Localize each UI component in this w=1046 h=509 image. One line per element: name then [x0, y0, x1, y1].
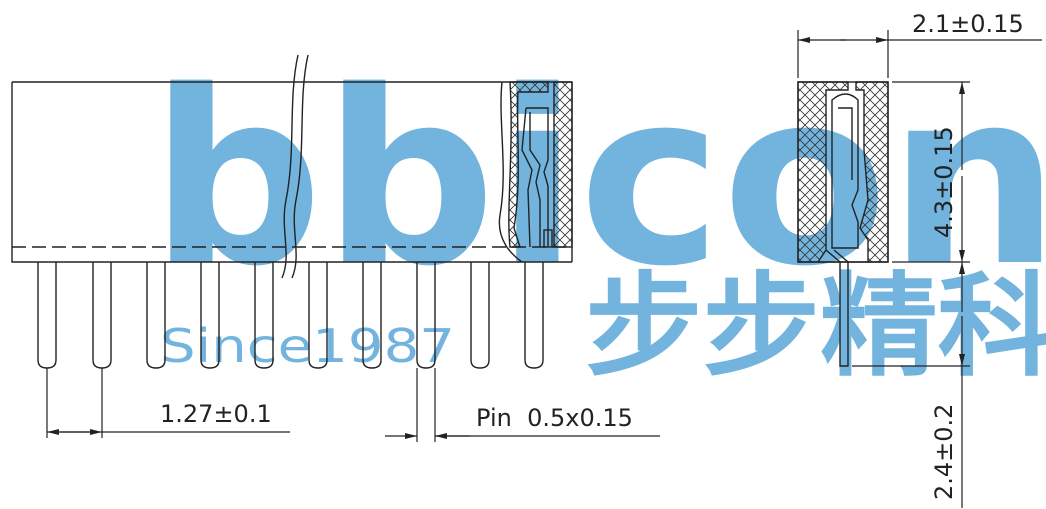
watermark-chinese: 步步精科: [585, 262, 1046, 392]
pin-size-label: Pin 0.5x0.15: [476, 404, 633, 432]
pin: [146, 262, 166, 369]
break-line-2: [291, 54, 309, 279]
side-dimensions: [797, 30, 1042, 508]
pin: [308, 262, 328, 369]
watermark-since: Since1987: [160, 319, 455, 373]
width-label: 2.1±0.15: [912, 10, 1024, 38]
pin: [470, 262, 490, 369]
pin: [524, 262, 544, 369]
hatched-wall-right: [553, 81, 573, 248]
section-cut: [498, 81, 523, 263]
hatched-wall-left: [508, 81, 549, 248]
front-view: [11, 54, 573, 279]
pin: [92, 262, 112, 369]
break-line-1: [281, 54, 299, 279]
contact-tail: [543, 229, 553, 248]
pin: [200, 262, 220, 369]
pitch-label: 1.27±0.1: [160, 400, 272, 428]
side-hatch-left: [797, 81, 849, 263]
pin-row: [37, 262, 544, 369]
side-hatch-right: [855, 81, 889, 263]
side-pin: [825, 249, 849, 367]
pin: [362, 262, 382, 369]
body-height-label: 4.3±0.15: [930, 126, 958, 238]
pin: [254, 262, 274, 369]
pin-length-label: 2.4±0.2: [930, 404, 958, 500]
pin: [416, 262, 436, 369]
pin: [37, 262, 57, 369]
front-dimensions: [46, 368, 660, 442]
side-view: [797, 81, 889, 367]
housing-outline: [11, 81, 522, 263]
contact-spring: [521, 107, 549, 248]
side-contact: [831, 93, 859, 249]
